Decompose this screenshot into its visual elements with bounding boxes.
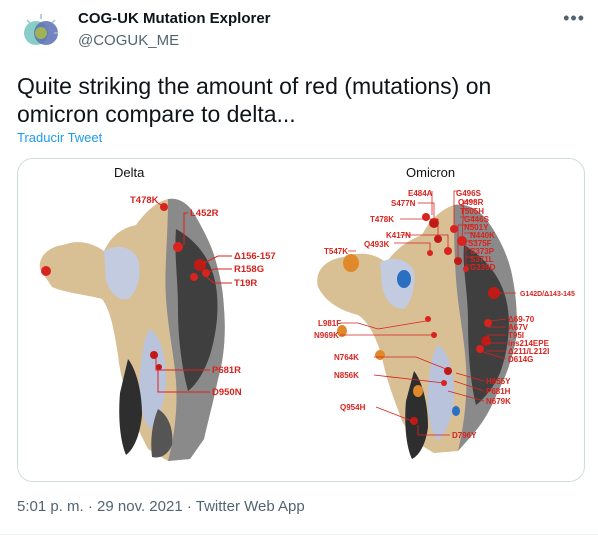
tweet-date[interactable]: 29 nov. 2021 [97,498,183,515]
delta-label-del156-157: Δ156-157 [234,251,276,262]
tweet-text-line-2: omicron compare to delta... [17,101,296,127]
omicron-label-Q498R: Q498R [458,198,484,207]
omicron-label-del211-L212I: Δ211/L212I [508,347,549,356]
delta-label-L452R: L452R [190,208,219,219]
omicron-label-N969K: N969K [314,331,339,340]
omicron-label-D614G: D614G [508,355,533,364]
omicron-label-Q954H: Q954H [340,403,366,412]
omicron-label-N679K: N679K [486,397,511,406]
cog-uk-logo-icon [17,8,65,56]
omicron-label-E484A: E484A [408,189,433,198]
omicron-label-H655Y: H655Y [486,377,511,386]
omicron-label-G142D: G142D/Δ143-145 [520,291,575,298]
omicron-label-G339D: G339D [470,263,496,272]
separator: · [186,498,192,515]
omicron-label-T505H: T505H [460,207,484,216]
separator: · [87,498,93,515]
omicron-label-N764K: N764K [334,353,359,362]
avatar[interactable] [17,8,65,56]
omicron-label-K417N: K417N [386,231,411,240]
omicron-label-N440K: N440K [470,231,495,240]
omicron-label-Q493K: Q493K [364,240,390,249]
delta-label-T478K: T478K [130,195,159,206]
omicron-label-T547K: T547K [324,247,348,256]
omicron-label-G496S: G496S [456,189,482,198]
translate-tweet-link[interactable]: Traducir Tweet [17,130,103,145]
tweet-header: COG-UK Mutation Explorer @COGUK_ME ••• [17,8,587,56]
omicron-label-N501Y: N501Y [464,223,489,232]
omicron-label-S373P: S373P [470,247,495,256]
omicron-label-L981F: L981F [318,319,341,328]
display-name[interactable]: COG-UK Mutation Explorer [78,10,271,27]
delta-title: Delta [114,165,145,180]
omicron-label-N856K: N856K [334,371,359,380]
omicron-label-A67V: A67V [508,323,529,332]
omicron-label-S375F: S375F [468,239,492,248]
omicron-label-S371L: S371L [470,255,494,264]
tweet-timestamp[interactable]: 5:01 p. m. · 29 nov. 2021 · Twitter Web … [17,498,305,515]
delta-label-P681R: P681R [212,365,241,376]
tweet-time[interactable]: 5:01 p. m. [17,498,84,515]
more-dots-icon[interactable]: ••• [563,8,585,28]
tweet-text: Quite striking the amount of red (mutati… [17,72,577,128]
delta-structure [39,198,232,461]
omicron-label-S477N: S477N [391,199,416,208]
delta-label-D950N: D950N [212,387,242,398]
user-handle[interactable]: @COGUK_ME [78,32,180,49]
omicron-label-T95I: T95I [508,331,524,340]
omicron-label-ins214EPE: ins214EPE [508,339,550,348]
omicron-label-G446S: G446S [464,215,490,224]
delta-label-T19R: T19R [234,278,257,289]
delta-label-R158G: R158G [234,264,264,275]
tweet-text-line-1: Quite striking the amount of red (mutati… [17,73,492,99]
tweet-media-image[interactable]: Delta Omicron [17,158,585,482]
spike-protein-figure: Delta Omicron [18,159,584,481]
tweet-source[interactable]: Twitter Web App [195,498,305,515]
omicron-label-T478K: T478K [370,215,394,224]
omicron-label-P681H: P681H [486,387,511,396]
omicron-label-del69-70: Δ69-70 [508,315,535,324]
omicron-label-D796Y: D796Y [452,431,477,440]
omicron-structure [317,190,517,459]
omicron-title: Omicron [406,165,455,180]
